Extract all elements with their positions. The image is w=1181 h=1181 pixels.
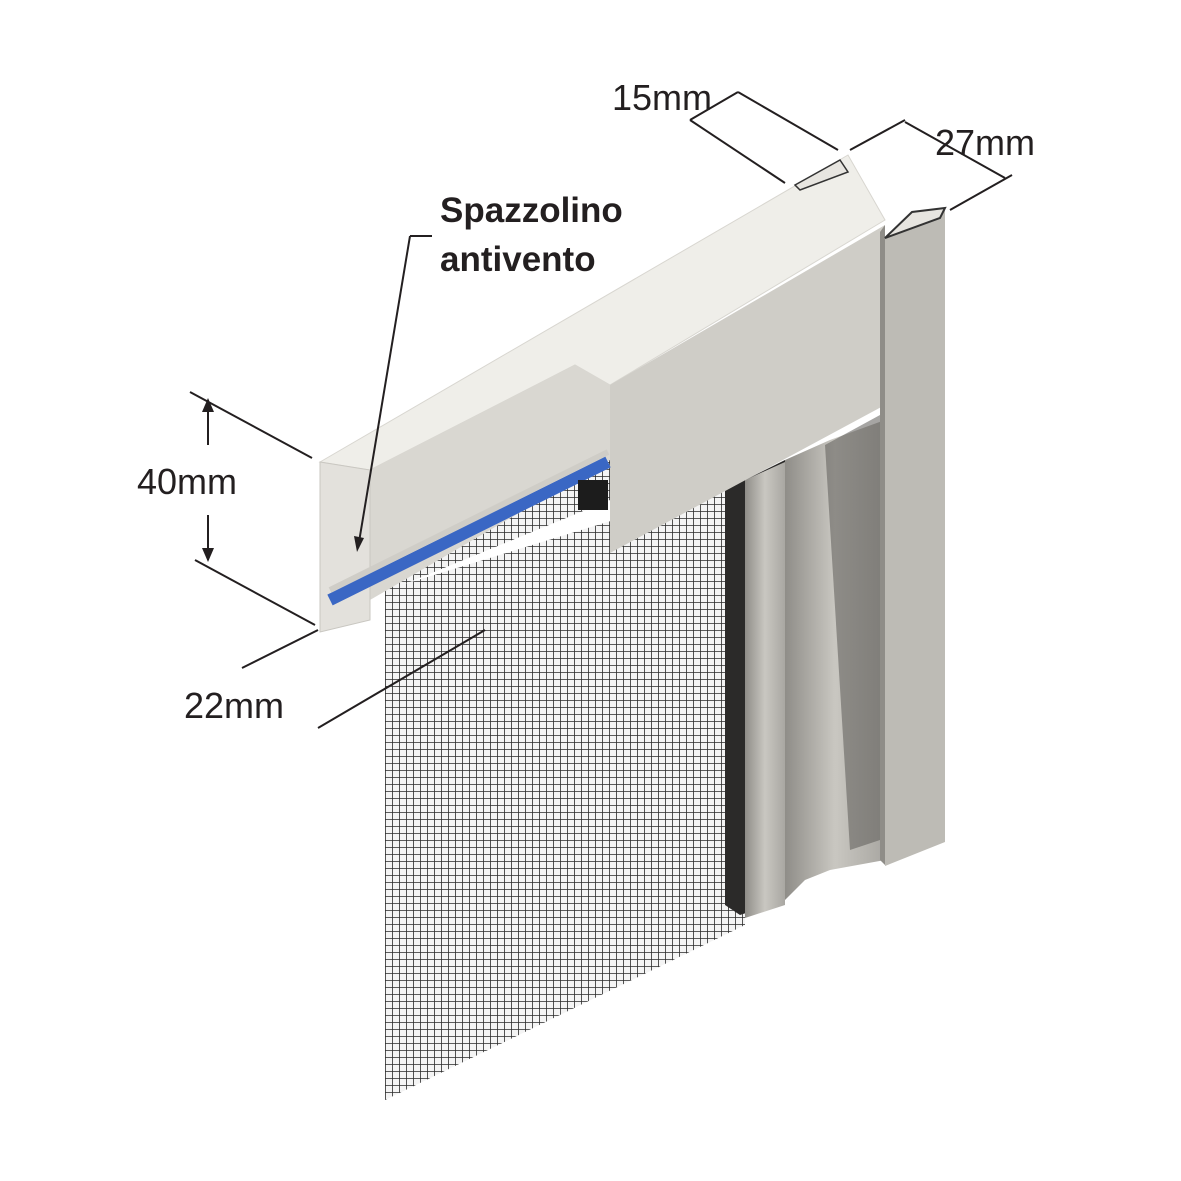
- dimension-22mm: 22mm: [184, 685, 285, 726]
- side-profile-front: [885, 208, 945, 866]
- callout-line-2: antivento: [440, 240, 596, 279]
- dimension-40mm: 40mm: [137, 461, 238, 502]
- callout-line-1: Spazzolino: [440, 191, 623, 230]
- side-profile-side: [880, 225, 885, 865]
- guide-rail-face: [745, 462, 785, 918]
- head-box-front: [610, 225, 885, 553]
- dimension-arrows: [202, 398, 364, 562]
- side-profile-top: [884, 206, 947, 239]
- guide-rail-shadow: [825, 415, 880, 850]
- brush-end: [578, 480, 608, 510]
- dimension-lines: [189, 91, 1013, 729]
- head-box-end: [319, 461, 371, 633]
- dimension-27mm: 27mm: [935, 122, 1036, 163]
- dimension-15mm: 15mm: [612, 77, 713, 118]
- windproof-brush: [327, 456, 611, 606]
- insect-mesh: [385, 480, 745, 1100]
